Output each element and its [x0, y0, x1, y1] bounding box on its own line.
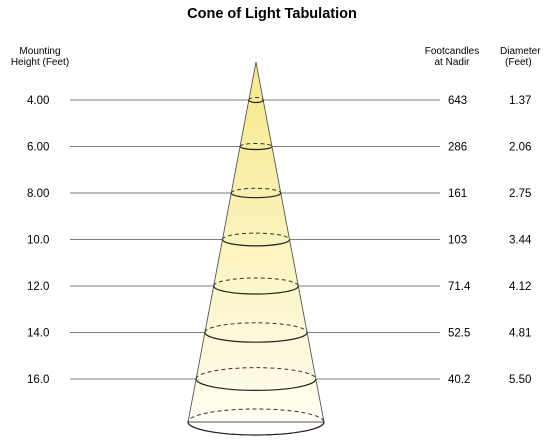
diameter-label: 4.12: [509, 281, 531, 293]
footcandles-label: 103: [448, 235, 467, 247]
cone-ellipse-front: [230, 192, 282, 199]
mounting-height-header-line2: Height (Feet): [10, 57, 70, 68]
diameter-header-line1: Diameter: [500, 46, 541, 57]
cone-ellipse-front: [221, 239, 291, 247]
diameter-label: 5.50: [509, 374, 531, 386]
footcandles-header-line1: Footcandles: [424, 46, 480, 57]
cone-ellipse-back: [213, 277, 299, 287]
mounting-height-label: 4.00: [27, 95, 49, 107]
diagram-title: Cone of Light Tabulation: [187, 6, 357, 22]
footcandles-label: 52.5: [448, 328, 470, 340]
footcandles-header: Footcandles at Nadir: [420, 46, 484, 68]
footcandles-label: 71.4: [448, 281, 471, 293]
cone-ellipse-back: [230, 187, 282, 194]
cone-ellipse-front: [248, 99, 264, 104]
mounting-height-header: Mounting Height (Feet): [8, 46, 72, 68]
footcandles-label: 643: [448, 95, 467, 107]
cone-ellipse-front: [195, 378, 317, 391]
mounting-height-header-line1: Mounting: [19, 46, 61, 57]
footcandles-header-line2: at Nadir: [434, 57, 470, 68]
mounting-height-label: 14.0: [27, 328, 49, 340]
cone-base-ellipse-front: [187, 421, 325, 436]
diameter-label: 1.37: [509, 95, 531, 107]
mounting-height-label: 12.0: [27, 281, 49, 293]
mounting-height-label: 16.0: [27, 374, 49, 386]
cone-ellipse-back: [248, 97, 264, 101]
cone-ellipse-front: [213, 285, 299, 295]
diameter-label: 3.44: [509, 235, 532, 247]
cone-ellipse-back: [195, 367, 317, 380]
cone-ellipse-front: [204, 332, 308, 343]
diameter-header-line2: (Feet): [505, 57, 532, 68]
mounting-height-label: 8.00: [27, 188, 49, 200]
diameter-label: 4.81: [509, 328, 531, 340]
footcandles-label: 286: [448, 142, 467, 154]
light-cone: [187, 61, 325, 423]
mounting-height-label: 10.0: [27, 235, 49, 247]
cone-ellipse-back: [221, 232, 291, 240]
footcandles-label: 40.2: [448, 374, 470, 386]
footcandles-label: 161: [448, 188, 467, 200]
mounting-height-label: 6.00: [27, 142, 49, 154]
cone-ellipse-front: [239, 146, 273, 151]
diameter-header: Diameter (Feet): [500, 46, 544, 68]
diameter-label: 2.06: [509, 142, 531, 154]
cone-ellipse-back: [204, 322, 308, 333]
cone-ellipse-back: [239, 142, 273, 147]
diameter-label: 2.75: [509, 188, 531, 200]
